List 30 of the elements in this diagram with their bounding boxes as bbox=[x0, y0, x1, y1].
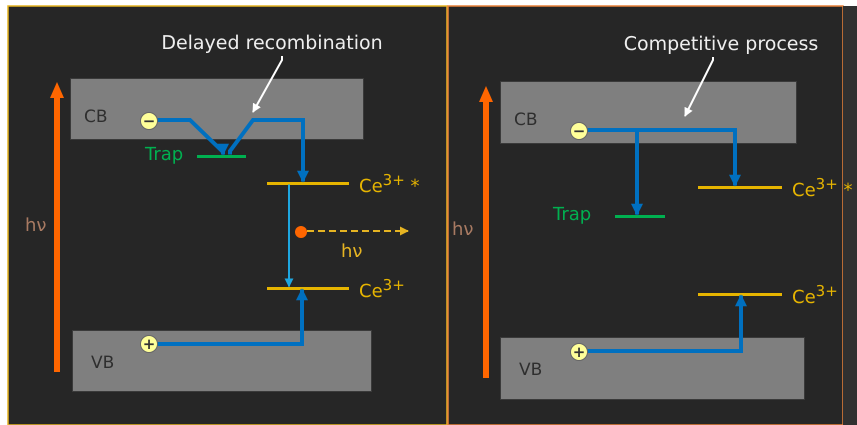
hole-symbol: + bbox=[570, 343, 588, 361]
leader-arrow bbox=[252, 56, 283, 113]
level-label: Ce$^{3+}$ * bbox=[359, 172, 420, 196]
arrow bbox=[307, 226, 409, 236]
electron-symbol: − bbox=[140, 112, 158, 130]
level-label: Ce$^{3+}$ * bbox=[792, 176, 853, 200]
band-label: CB bbox=[84, 109, 108, 126]
level-label: Ce$^{3+}$ bbox=[792, 284, 838, 306]
electron-symbol: − bbox=[570, 122, 588, 140]
level-label: Trap bbox=[145, 146, 184, 164]
leader-arrow bbox=[684, 57, 714, 117]
band-label: VB bbox=[91, 355, 114, 372]
callout-text: Delayed recombination bbox=[143, 30, 401, 56]
photon-label: hν bbox=[452, 221, 474, 239]
energy-band bbox=[70, 78, 364, 140]
callout-text: Competitive process bbox=[605, 31, 837, 57]
energy-band bbox=[500, 337, 805, 400]
hole-symbol: + bbox=[140, 335, 158, 353]
photon-label: hν bbox=[25, 217, 46, 235]
arrow bbox=[157, 288, 308, 346]
energy-band bbox=[72, 330, 372, 392]
arrow bbox=[228, 118, 309, 183]
arrow bbox=[587, 294, 747, 353]
band-label: CB bbox=[514, 112, 538, 129]
arrow bbox=[157, 118, 229, 156]
arrow bbox=[284, 184, 294, 288]
energy-band bbox=[500, 81, 797, 144]
level-label: Ce$^{3+}$ bbox=[359, 278, 405, 300]
band-label: VB bbox=[519, 362, 542, 379]
level-label: Trap bbox=[553, 206, 592, 224]
